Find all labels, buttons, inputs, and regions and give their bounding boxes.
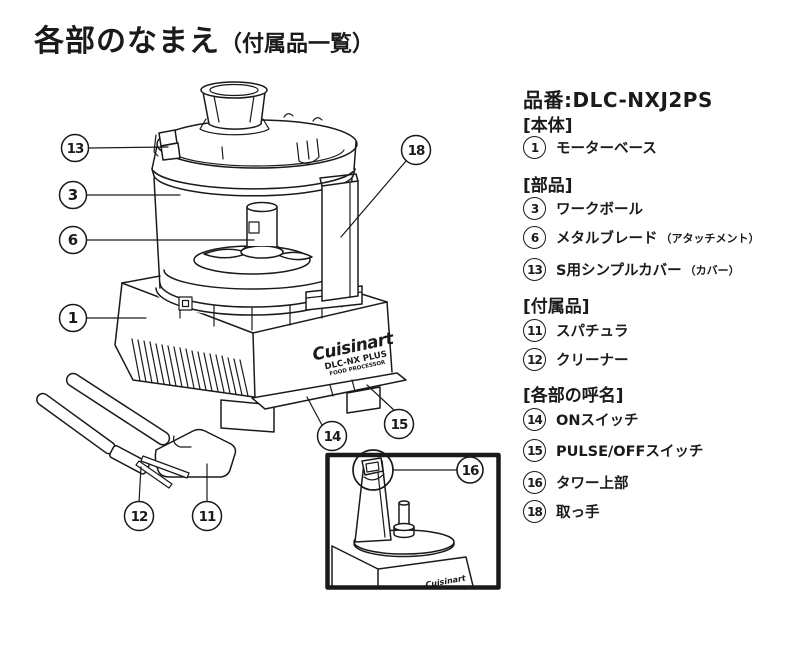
item-number-badge: 6 xyxy=(523,226,546,249)
handle-drawing xyxy=(305,173,363,311)
leader-12 xyxy=(138,466,142,503)
svg-text:13: 13 xyxy=(67,141,84,157)
svg-text:15: 15 xyxy=(391,417,408,433)
parts-list-item: 12 クリーナー xyxy=(523,348,632,371)
item-label: S用シンプルカバー xyxy=(556,263,682,279)
parts-list-item: 18 取っ手 xyxy=(523,500,603,523)
svg-text:6: 6 xyxy=(68,231,78,249)
parts-list-item: 11 スパチュラ xyxy=(523,319,632,342)
inset-box: Cuisinart 16 xyxy=(325,449,501,590)
item-label: ワークボール xyxy=(556,202,643,218)
inset-tower-top xyxy=(361,457,384,476)
product-code: 品番:DLC-NXJ2PS xyxy=(523,88,713,112)
leader-13 xyxy=(87,146,169,149)
item-number-badge: 14 xyxy=(523,408,546,431)
item-label: 取っ手 xyxy=(556,505,600,521)
page-title-main: 各部のなまえ xyxy=(34,24,220,59)
parts-list-item: 3 ワークボール xyxy=(523,197,646,220)
svg-text:14: 14 xyxy=(324,429,341,445)
item-number-badge: 18 xyxy=(523,500,546,523)
parts-list-item: 16 タワー上部 xyxy=(523,471,632,494)
spatula-drawing xyxy=(65,372,237,478)
leader-18 xyxy=(340,160,407,238)
callouts: 13 3 6 1 18 14 xyxy=(58,133,432,532)
leader-15 xyxy=(366,384,396,412)
item-label: スパチュラ xyxy=(556,324,629,340)
parts-list-item: 13 S用シンプルカバー （カバー） xyxy=(523,258,740,281)
vents xyxy=(131,338,249,397)
page-title: 各部のなまえ（付属品一覧） xyxy=(34,16,374,60)
switch-bar xyxy=(251,372,407,410)
callout-6: 6 xyxy=(58,225,88,255)
section-header-body: [本体] xyxy=(523,116,573,136)
section-header-accessories: [付属品] xyxy=(523,297,590,317)
section-header-parts: [部品] xyxy=(523,176,573,196)
svg-text:12: 12 xyxy=(131,509,148,525)
parts-list-item: 6 メタルブレード （アタッチメント） xyxy=(523,226,760,249)
callout-15: 15 xyxy=(383,408,415,440)
parts-list-item: 14 ONスイッチ xyxy=(523,408,641,431)
item-label: PULSE/OFFスイッチ xyxy=(556,444,704,460)
callout-16: 16 xyxy=(456,456,484,484)
callout-11: 11 xyxy=(191,500,223,532)
cleaner-drawing xyxy=(36,392,190,489)
leader-14 xyxy=(306,396,324,428)
item-label: タワー上部 xyxy=(556,476,629,492)
inset-base-drawing: Cuisinart xyxy=(331,457,474,590)
item-label: クリーナー xyxy=(556,353,629,369)
item-number-badge: 12 xyxy=(523,348,546,371)
leader-lines xyxy=(85,146,407,503)
item-number-badge: 16 xyxy=(523,471,546,494)
item-number-badge: 13 xyxy=(523,258,546,281)
item-number-badge: 3 xyxy=(523,197,546,220)
left-foot xyxy=(220,399,275,433)
item-label: メタルブレード xyxy=(556,231,658,247)
item-label: ONスイッチ xyxy=(556,413,639,429)
section-header-part-names: [各部の呼名] xyxy=(523,386,624,406)
callout-18: 18 xyxy=(400,134,432,166)
callout-3: 3 xyxy=(58,180,88,210)
svg-text:16: 16 xyxy=(462,463,479,479)
svg-text:11: 11 xyxy=(199,509,216,525)
lid-right-tab xyxy=(296,138,320,164)
motor-base-drawing: Cuisinart DLC-NX PLUS FOOD PROCESSOR xyxy=(114,275,407,433)
pusher-drawing xyxy=(199,81,270,136)
item-label: モーターベース xyxy=(556,141,657,157)
parts-list-item: 15 PULSE/OFFスイッチ xyxy=(523,439,706,462)
parts-diagram: Cuisinart DLC-NX PLUS FOOD PROCESSOR xyxy=(36,81,501,590)
item-note: （アタッチメント） xyxy=(660,231,760,245)
right-foot xyxy=(346,386,381,414)
callout-12: 12 xyxy=(123,500,155,532)
item-number-badge: 1 xyxy=(523,136,546,159)
parts-list-item: 1 モーターベース xyxy=(523,136,660,159)
blade-drawing xyxy=(163,201,341,290)
callout-13: 13 xyxy=(60,133,90,163)
item-note: （カバー） xyxy=(684,263,740,277)
svg-text:1: 1 xyxy=(68,309,78,327)
svg-text:3: 3 xyxy=(68,186,78,204)
svg-text:18: 18 xyxy=(408,143,425,159)
page-title-sub: （付属品一覧） xyxy=(220,32,375,57)
item-number-badge: 11 xyxy=(523,319,546,342)
callout-1: 1 xyxy=(58,303,88,333)
callout-14: 14 xyxy=(316,420,348,452)
item-number-badge: 15 xyxy=(523,439,546,462)
